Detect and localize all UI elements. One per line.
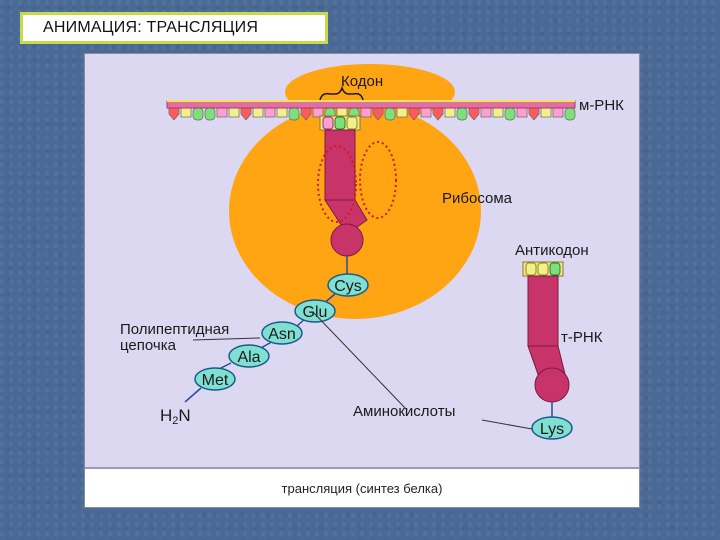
- mrna-nucleotide: [216, 107, 228, 118]
- mrna-nucleotide: [288, 107, 300, 121]
- polypeptide-label-line2: цепочка: [120, 337, 177, 354]
- amino-acid-cys: Cys: [327, 273, 369, 297]
- ribosome-label: Рибосома: [442, 190, 513, 207]
- amino-acids-label: Аминокислоты: [353, 403, 455, 420]
- amino-terminus-label: H2N: [160, 406, 191, 427]
- diagram-canvas: Cys Glu Asn Ala Met H2N: [120, 64, 624, 440]
- trna-in-ribosome: [319, 115, 368, 257]
- mrna-nucleotide: [444, 107, 456, 118]
- codon-label: Кодон: [341, 73, 383, 90]
- mrna-nucleotide: [360, 107, 372, 118]
- slide-title: АНИМАЦИЯ: ТРАНСЛЯЦИЯ: [20, 12, 328, 44]
- mrna-nucleotide: [432, 107, 444, 121]
- amino-acid-met: Met: [194, 367, 236, 391]
- mrna-nucleotide: [516, 107, 528, 118]
- mrna-nucleotide: [180, 107, 192, 118]
- amino-acid-ala-label: Ala: [237, 349, 260, 366]
- codon-brace: [319, 85, 364, 101]
- mrna-label: м-РНК: [579, 97, 624, 114]
- figure-caption: трансляция (синтез белка): [85, 467, 639, 507]
- mrna-nucleotide: [396, 107, 408, 118]
- mrna-nucleotide: [264, 107, 276, 118]
- mrna-nucleotide: [204, 107, 216, 121]
- amino-acid-lys-label: Lys: [540, 421, 564, 438]
- amino-acid-glu: Glu: [294, 299, 336, 323]
- mrna-nucleotide: [564, 107, 576, 121]
- mrna-nucleotide: [528, 107, 540, 121]
- amino-acid-met-label: Met: [202, 372, 229, 389]
- mrna-nucleotide: [384, 107, 396, 121]
- mrna-nucleotide: [468, 107, 480, 121]
- mrna-nucleotide: [456, 107, 468, 121]
- mrna-nucleotide: [276, 107, 288, 118]
- mrna-nucleotide: [228, 107, 240, 118]
- translation-diagram: Cys Glu Asn Ala Met H2N: [84, 53, 640, 508]
- free-trna: [522, 261, 570, 403]
- amino-acid-asn-label: Asn: [268, 326, 296, 343]
- mrna-backbone: [166, 100, 576, 109]
- anticodon-label: Антикодон: [515, 242, 589, 259]
- mrna-nucleotide: [552, 107, 564, 118]
- empty-trna-site-1: [317, 145, 357, 223]
- amino-acid-cys-label: Cys: [334, 278, 362, 295]
- mrna-nucleotide: [504, 107, 516, 121]
- mrna-nucleotide: [492, 107, 504, 118]
- mrna-nucleotide: [252, 107, 264, 118]
- mrna-nucleotide: [192, 107, 204, 121]
- mrna-nucleotide: [420, 107, 432, 118]
- amino-acid-lys: Lys: [531, 416, 573, 440]
- amino-acid-asn: Asn: [261, 321, 303, 345]
- amino-acid-ala: Ala: [228, 344, 270, 368]
- empty-trna-site-2: [359, 141, 397, 219]
- amino-acid-glu-label: Glu: [303, 304, 328, 321]
- mrna-nucleotide: [168, 107, 180, 121]
- polypeptide-label-line1: Полипептидная: [120, 321, 229, 338]
- mrna-nucleotide: [480, 107, 492, 118]
- mrna-nucleotide: [540, 107, 552, 118]
- trna-label: т-РНК: [561, 329, 603, 346]
- mrna-nucleotide: [240, 107, 252, 121]
